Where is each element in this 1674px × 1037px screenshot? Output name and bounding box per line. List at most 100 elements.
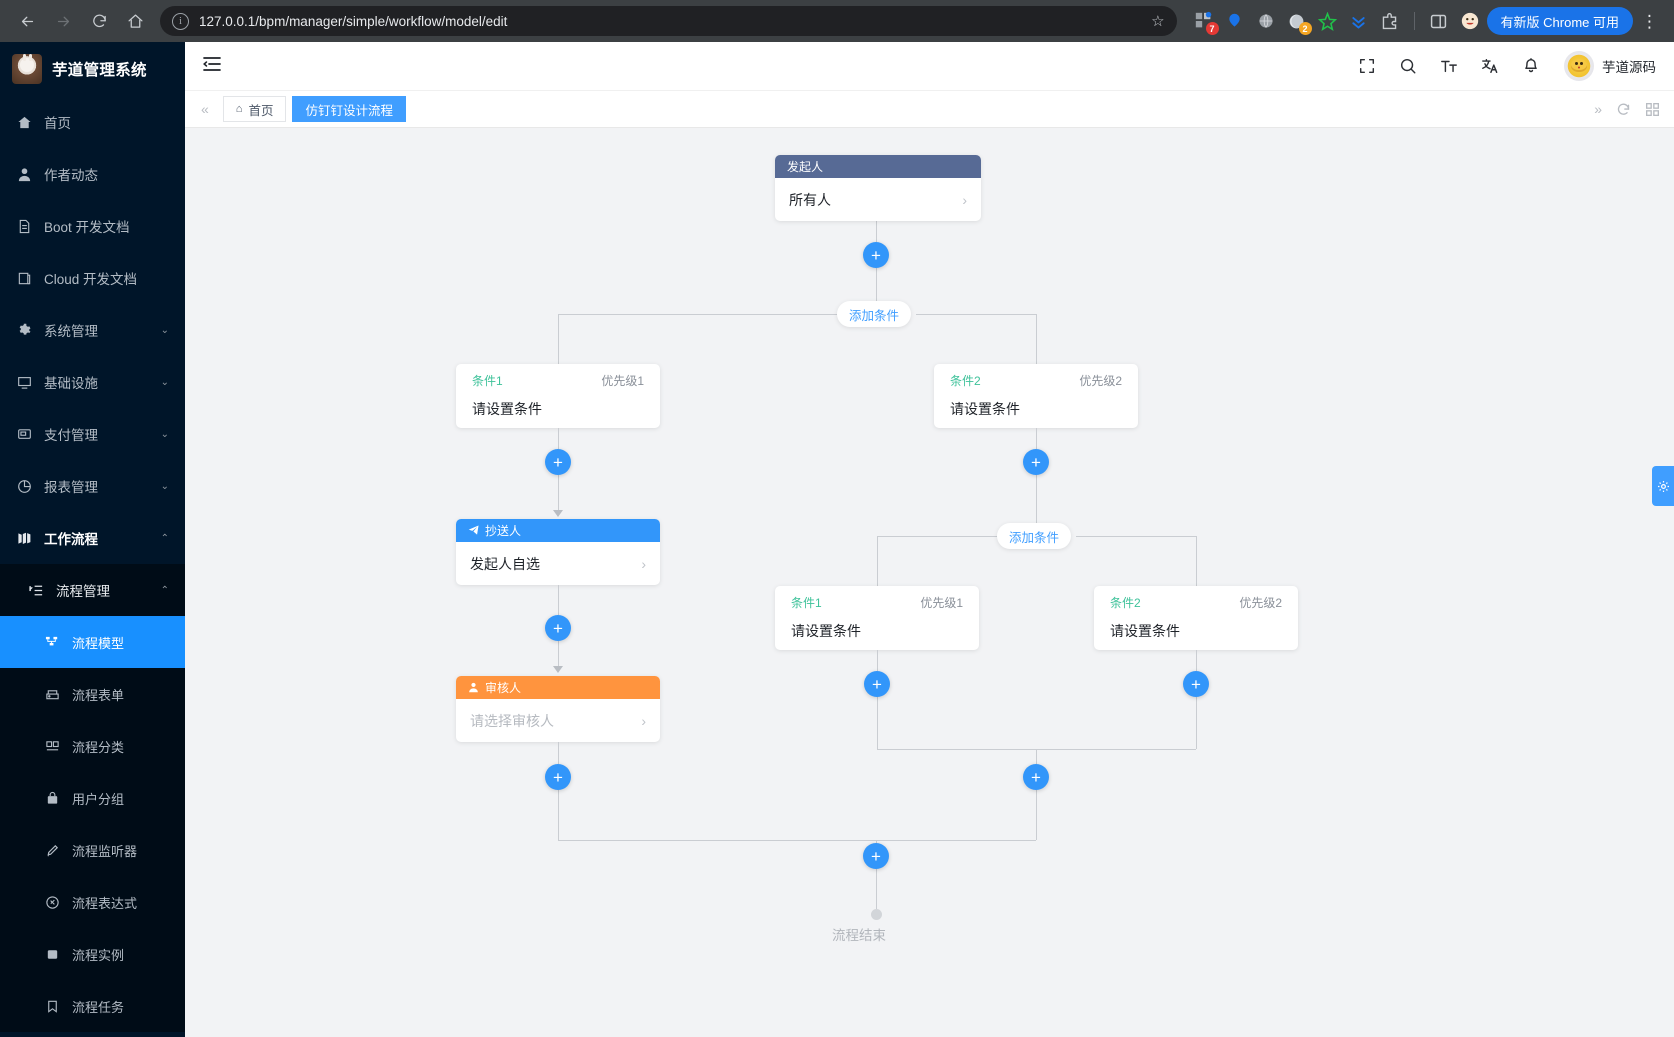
collapse-menu-icon[interactable] [203, 55, 221, 78]
extension-balloon-icon[interactable] [1224, 10, 1246, 32]
sidebar-item-workflow[interactable]: 工作流程 ⌃ [0, 512, 185, 564]
add-node-button[interactable]: + [863, 843, 889, 869]
node-approver[interactable]: 审核人 请选择审核人 › [456, 676, 660, 742]
add-node-button[interactable]: + [1023, 449, 1049, 475]
tab-workflow-designer[interactable]: 仿钉钉设计流程 [292, 96, 406, 122]
chrome-update-button[interactable]: 有新版 Chrome 可用 [1486, 7, 1633, 35]
workflow-canvas[interactable]: + 发起人 所有人 › 添加条件 [185, 128, 1674, 1037]
extension-badge-count: 2 [1298, 22, 1312, 35]
extension-grid-icon[interactable]: 7 [1193, 10, 1219, 35]
extension-chevrons-down-icon[interactable] [1348, 10, 1370, 32]
grid-layout-icon[interactable] [1645, 102, 1660, 117]
site-info-icon[interactable]: i [172, 12, 189, 30]
condition-node-1-2[interactable]: 条件2 优先级2 请设置条件 [934, 364, 1138, 428]
extension-moon-icon[interactable]: 2 [1286, 10, 1312, 35]
user-profile[interactable]: 芋道源码 [1564, 51, 1656, 81]
add-node-button[interactable]: + [545, 764, 571, 790]
kebab-menu-icon[interactable]: ⋮ [1641, 11, 1658, 31]
add-node-button[interactable]: + [545, 615, 571, 641]
sidebar-item-process-model[interactable]: 流程模型 [0, 616, 185, 668]
translate-icon[interactable] [1480, 57, 1499, 76]
condition-value[interactable]: 请设置条件 [1110, 623, 1180, 639]
font-size-icon[interactable] [1439, 57, 1458, 76]
connector-line [1196, 697, 1197, 749]
extension-star-green-icon[interactable] [1317, 10, 1339, 32]
sidebar-item-process-expression[interactable]: 流程表达式 [0, 876, 185, 928]
sidebar-item-process-management[interactable]: 流程管理 ⌃ [0, 564, 185, 616]
search-icon[interactable] [1398, 57, 1417, 76]
sidebar-item-process-instance[interactable]: 流程实例 [0, 928, 185, 980]
condition-node-2-1[interactable]: 条件1 优先级1 请设置条件 [775, 586, 979, 650]
sidebar-item-label: 用户分组 [72, 791, 125, 807]
node-body[interactable]: 所有人 › [775, 178, 981, 221]
bookmark-star-icon[interactable]: ☆ [1151, 13, 1165, 30]
profile-emoji-icon[interactable] [1459, 10, 1481, 32]
connector-line [558, 585, 559, 615]
add-condition-button-level1[interactable]: 添加条件 [837, 301, 912, 327]
condition-priority: 优先级2 [1239, 595, 1282, 610]
branch-line [877, 536, 997, 537]
node-body[interactable]: 请选择审核人 › [456, 699, 660, 742]
add-node-button[interactable]: + [1023, 764, 1049, 790]
node-cc[interactable]: 抄送人 发起人自选 › [456, 519, 660, 585]
sidebar-item-process-category[interactable]: 流程分类 [0, 720, 185, 772]
sidebar-item-process-listener[interactable]: 流程监听器 [0, 824, 185, 876]
sidebar-item-process-task[interactable]: 流程任务 [0, 980, 185, 1032]
condition-name: 条件2 [1110, 595, 1141, 610]
node-header-label: 审核人 [485, 681, 522, 695]
side-panel-icon[interactable] [1428, 10, 1450, 32]
back-arrow-icon[interactable] [10, 4, 44, 38]
sidebar-item-system-management[interactable]: 系统管理 ⌄ [0, 304, 185, 356]
add-node-button[interactable]: + [545, 449, 571, 475]
extension-badge-count: 7 [1205, 22, 1219, 35]
condition-value[interactable]: 请设置条件 [472, 401, 542, 417]
forward-arrow-icon[interactable] [46, 4, 80, 38]
pie-chart-icon [16, 478, 32, 494]
sidebar-item-process-form[interactable]: 流程表单 [0, 668, 185, 720]
fullscreen-icon[interactable] [1357, 57, 1376, 76]
condition-value[interactable]: 请设置条件 [950, 401, 1020, 417]
sidebar-item-boot-docs[interactable]: Boot 开发文档 [0, 200, 185, 252]
sidebar-item-infrastructure[interactable]: 基础设施 ⌄ [0, 356, 185, 408]
sidebar-item-author-news[interactable]: 作者动态 [0, 148, 185, 200]
extension-puzzle-icon[interactable] [1379, 10, 1401, 32]
connector-line [558, 428, 559, 449]
extension-globe-icon[interactable] [1255, 10, 1277, 32]
condition-node-2-2[interactable]: 条件2 优先级2 请设置条件 [1094, 586, 1298, 650]
add-node-button[interactable]: + [1183, 671, 1209, 697]
add-node-button[interactable]: + [864, 671, 890, 697]
address-bar[interactable]: i 127.0.0.1/bpm/manager/simple/workflow/… [160, 6, 1177, 36]
connector-line [558, 641, 559, 669]
sidebar-item-label: 支付管理 [44, 428, 98, 443]
condition-name: 条件2 [950, 373, 981, 388]
listener-icon [44, 842, 60, 858]
sidebar-item-report[interactable]: 报表管理 ⌄ [0, 460, 185, 512]
refresh-icon[interactable] [1616, 102, 1631, 117]
sidebar-item-label: 流程表单 [72, 687, 125, 703]
node-value: 所有人 [789, 191, 831, 208]
condition-value[interactable]: 请设置条件 [791, 623, 861, 639]
toolbar-divider [1413, 12, 1415, 30]
brand[interactable]: 芋道管理系统 [0, 42, 185, 96]
node-body[interactable]: 发起人自选 › [456, 542, 660, 585]
sidebar-item-label: 流程任务 [72, 999, 125, 1015]
home-icon[interactable] [118, 4, 152, 38]
branch-line [1196, 536, 1197, 586]
tab-home[interactable]: ⌂ 首页 [222, 96, 287, 122]
settings-panel-toggle[interactable] [1652, 466, 1674, 506]
double-chevron-left-icon[interactable]: « [201, 101, 209, 117]
condition-node-1-1[interactable]: 条件1 优先级1 请设置条件 [456, 364, 660, 428]
sidebar-item-home[interactable]: 首页 [0, 96, 185, 148]
gear-settings-icon [1657, 480, 1669, 492]
sidebar-item-payment[interactable]: 支付管理 ⌄ [0, 408, 185, 460]
sidebar-item-cloud-docs[interactable]: Cloud 开发文档 [0, 252, 185, 304]
node-starter[interactable]: 发起人 所有人 › [775, 155, 981, 221]
add-node-button[interactable]: + [863, 242, 889, 268]
sidebar-item-user-group[interactable]: 用户分组 [0, 772, 185, 824]
connector-line [1196, 650, 1197, 671]
double-chevron-right-icon[interactable]: » [1594, 101, 1602, 117]
add-condition-button-level2[interactable]: 添加条件 [997, 523, 1072, 549]
chevron-right-icon: › [962, 191, 967, 208]
notification-bell-icon[interactable] [1521, 57, 1540, 76]
reload-icon[interactable] [82, 4, 116, 38]
